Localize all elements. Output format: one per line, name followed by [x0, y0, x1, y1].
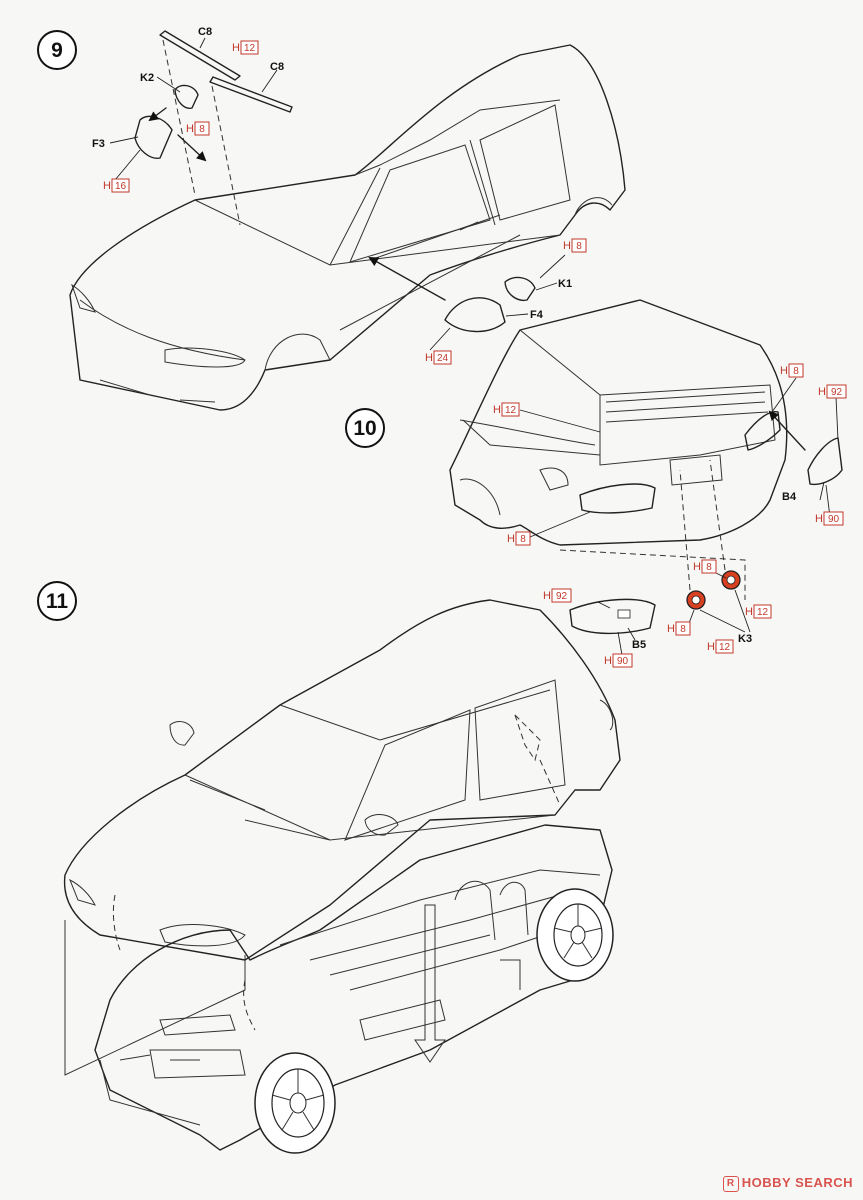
- svg-text:8: 8: [793, 366, 799, 377]
- svg-text:H: H: [493, 404, 501, 416]
- svg-text:H: H: [232, 42, 240, 54]
- svg-text:92: 92: [831, 387, 843, 398]
- step-10: 10 B4 B5: [345, 299, 847, 668]
- watermark-logo-icon: R: [722, 1176, 739, 1192]
- color-code-step10-k3-top: H 8: [693, 559, 717, 574]
- svg-text:8: 8: [576, 241, 582, 252]
- color-code-step10-b4-bottom: H 90: [815, 511, 844, 526]
- svg-text:H: H: [604, 655, 612, 667]
- mirror-parts-left: K2 F3: [92, 72, 207, 181]
- color-code-step10-b4-top: H 92: [818, 384, 847, 399]
- label-b4: B4: [782, 491, 797, 503]
- svg-text:H: H: [745, 606, 753, 618]
- color-code-step10-k3-c: H 12: [707, 639, 734, 654]
- svg-text:12: 12: [505, 405, 517, 416]
- step-9-badge: [37, 30, 77, 70]
- mirror-parts-right: K1 F4: [368, 254, 572, 351]
- svg-text:H: H: [507, 533, 515, 545]
- car-body-step11: [63, 599, 621, 961]
- svg-text:24: 24: [437, 353, 449, 364]
- svg-text:H: H: [103, 180, 111, 192]
- tail-lamp-right: [744, 411, 781, 451]
- svg-text:90: 90: [828, 514, 840, 525]
- step-9-number: 9: [51, 39, 63, 62]
- svg-text:H: H: [667, 623, 675, 635]
- step-9: 9 C8 C8: [37, 26, 626, 411]
- label-k3: K3: [738, 633, 752, 645]
- svg-text:12: 12: [719, 642, 731, 653]
- color-code-step10-lamp-right: H 8: [780, 363, 804, 378]
- svg-text:H: H: [707, 641, 715, 653]
- label-k1: K1: [558, 278, 572, 290]
- svg-text:H: H: [563, 240, 571, 252]
- svg-text:H: H: [693, 561, 701, 573]
- svg-text:92: 92: [556, 591, 568, 602]
- chassis-step11: [64, 824, 613, 1151]
- color-code-step9-c8: H 12: [232, 40, 259, 55]
- label-b5: B5: [632, 639, 646, 651]
- svg-text:H: H: [425, 352, 433, 364]
- svg-text:H: H: [186, 123, 194, 135]
- svg-text:12: 12: [244, 43, 256, 54]
- color-code-step10-k3-a: H 12: [745, 604, 772, 619]
- svg-text:8: 8: [199, 124, 205, 135]
- step-10-number: 10: [353, 417, 376, 440]
- svg-text:12: 12: [757, 607, 769, 618]
- svg-text:16: 16: [115, 181, 127, 192]
- tail-lamp-left: [579, 483, 656, 514]
- step-10-badge: [345, 408, 385, 448]
- step-11-badge: [37, 581, 77, 621]
- svg-text:H: H: [543, 590, 551, 602]
- color-code-step10-window: H 12: [493, 402, 520, 417]
- color-code-step10-lamp-left: H 8: [507, 531, 531, 546]
- color-code-step9-f4: H 24: [425, 350, 452, 365]
- color-code-step10-b5-top: H 92: [543, 588, 572, 603]
- step-11-number: 11: [46, 590, 69, 613]
- color-code-step10-b5-bottom: H 90: [604, 653, 633, 668]
- svg-text:8: 8: [706, 562, 712, 573]
- label-c8-a: C8: [198, 26, 212, 38]
- svg-text:90: 90: [617, 656, 629, 667]
- svg-text:8: 8: [680, 624, 686, 635]
- wheel-rear: [536, 888, 614, 982]
- color-code-step9-k2: H 8: [186, 121, 210, 136]
- color-code-step9-f3: H 16: [103, 178, 130, 193]
- svg-text:8: 8: [520, 534, 526, 545]
- color-code-step9-k1: H 8: [563, 238, 587, 253]
- wiper-parts-c8: C8 C8: [159, 26, 293, 226]
- label-c8-b: C8: [270, 61, 284, 73]
- lens-part-b4: [807, 437, 843, 486]
- label-f3: F3: [92, 138, 105, 150]
- lens-part-b5: [569, 598, 656, 635]
- svg-text:H: H: [818, 386, 826, 398]
- label-f4: F4: [530, 309, 544, 321]
- wheel-front: [254, 1052, 336, 1154]
- car-body-step9: [69, 44, 626, 411]
- car-rear-step10: [449, 299, 788, 546]
- svg-text:H: H: [815, 513, 823, 525]
- color-code-step10-k3-b: H 8: [667, 621, 691, 636]
- step-11: 11: [37, 581, 621, 1154]
- svg-text:H: H: [780, 365, 788, 377]
- label-k2: K2: [140, 72, 154, 84]
